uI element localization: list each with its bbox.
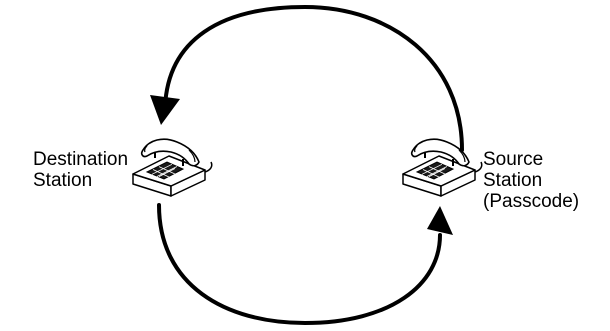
source-label-line1: Source	[483, 149, 544, 170]
top-arc	[163, 4, 464, 152]
source-label-line2: Station	[483, 170, 543, 191]
source-label-line3: (Passcode)	[483, 191, 580, 212]
source-phone-icon	[402, 138, 483, 197]
top-arrowhead	[150, 95, 180, 125]
destination-station-label: Destination Station	[33, 149, 128, 191]
bottom-arc	[157, 203, 442, 326]
destination-label-line2: Station	[33, 170, 93, 191]
source-station-label: Source Station (Passcode)	[483, 149, 579, 212]
destination-label-line1: Destination	[33, 149, 129, 170]
destination-phone-icon	[132, 138, 213, 197]
bottom-arrowhead	[427, 206, 453, 235]
